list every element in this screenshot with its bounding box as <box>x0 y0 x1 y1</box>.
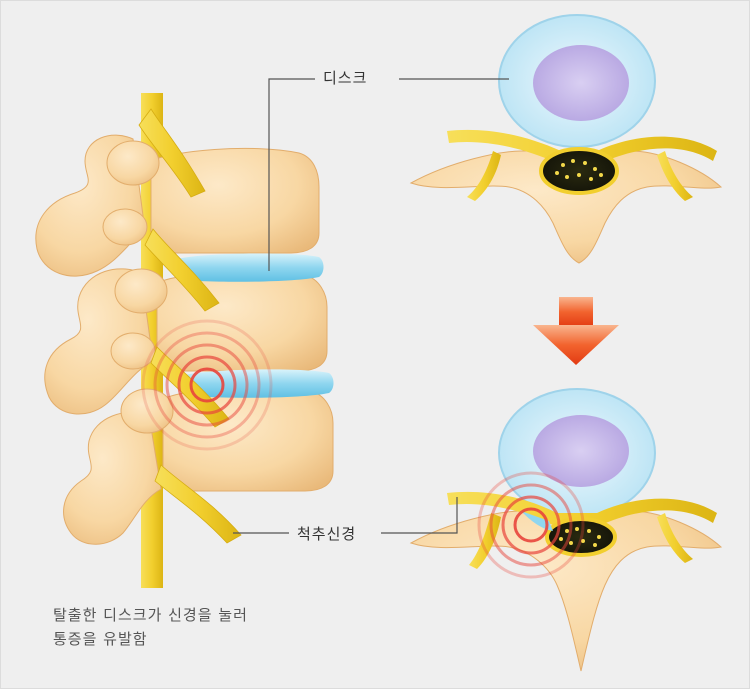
disc-label: 디스크 <box>323 69 368 87</box>
pain-rings-icon <box>141 319 273 451</box>
down-arrow-icon <box>533 297 619 365</box>
spinal-nerve-label: 척추신경 <box>297 525 357 543</box>
cross-section-normal <box>409 14 723 264</box>
caption-line-1: 탈출한 디스크가 신경을 눌러 <box>53 606 248 624</box>
normal-disc <box>177 253 324 282</box>
pain-rings-icon <box>477 471 585 579</box>
leader-lines <box>233 78 509 534</box>
caption: 탈출한 디스크가 신경을 눌러 통증을 유발함 <box>53 603 248 651</box>
caption-line-2: 통증을 유발함 <box>53 630 148 648</box>
